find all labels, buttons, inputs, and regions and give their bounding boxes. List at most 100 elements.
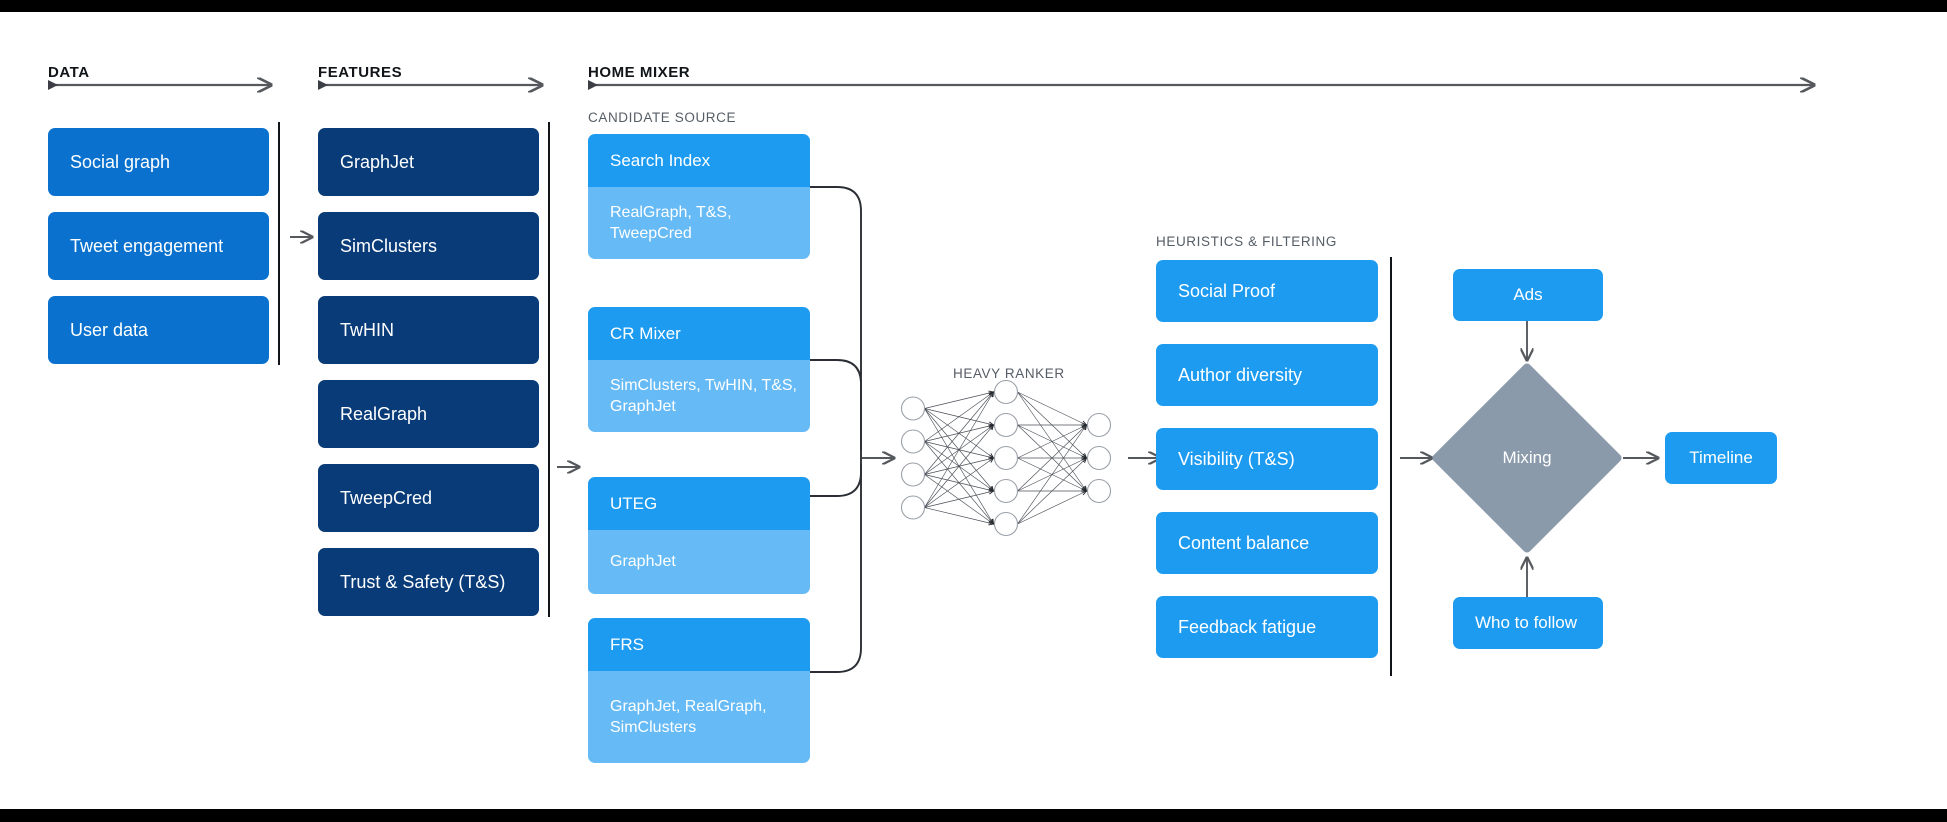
nn-node [900, 429, 926, 454]
section-ruler-home-mixer [588, 80, 1814, 90]
candidate-source-title-label: Search Index [610, 150, 711, 170]
candidate-source-detail-cr-mixer: SimClusters, TwHIN, T&S, GraphJet [588, 360, 810, 432]
candidate-source-title-frs[interactable]: FRS [588, 618, 810, 671]
feature-box-realgraph[interactable]: RealGraph [318, 380, 539, 448]
nn-edge [924, 408, 994, 426]
heuristic-box-label: Author diversity [1178, 364, 1303, 385]
candidate-source-title-label: FRS [610, 634, 644, 654]
feature-box-simclusters[interactable]: SimClusters [318, 212, 539, 280]
candidate-source-detail-label: GraphJet, RealGraph, SimClusters [610, 697, 767, 736]
nn-edge-arrowhead [1081, 485, 1088, 492]
heuristic-box-content-balance[interactable]: Content balance [1156, 512, 1378, 574]
candidate-source-detail-frs: GraphJet, RealGraph, SimClusters [588, 671, 810, 763]
nn-edge [924, 408, 994, 492]
nn-edge [1017, 424, 1087, 492]
output-box-timeline[interactable]: Timeline [1665, 432, 1777, 484]
nn-edge-arrowhead [988, 423, 995, 429]
nn-node [900, 462, 926, 487]
separator-features-mixer [548, 122, 550, 617]
nn-edge [924, 507, 994, 525]
candidate-source-title-cr-mixer[interactable]: CR Mixer [588, 307, 810, 360]
nn-edge [1017, 457, 1087, 525]
nn-edge [924, 408, 994, 525]
nn-edge-arrowhead [1081, 457, 1088, 463]
nn-node [1086, 412, 1112, 438]
candidate-source-title-label: CR Mixer [610, 323, 681, 343]
nn-edge [1017, 424, 1087, 525]
feature-box-graphjet[interactable]: GraphJet [318, 128, 539, 196]
nn-edge-arrowhead [988, 519, 995, 525]
section-header-home-mixer: HOME MIXER [588, 64, 691, 81]
nn-edge [924, 457, 994, 475]
nn-edge-arrowhead [988, 489, 995, 495]
feature-box-label: RealGraph [340, 403, 428, 424]
nn-edge [924, 408, 994, 459]
heuristic-box-label: Social Proof [1178, 280, 1276, 301]
output-box-label: Timeline [1689, 448, 1753, 467]
nn-edge [1017, 457, 1087, 492]
data-box-social-graph[interactable]: Social graph [48, 128, 269, 196]
nn-edge [924, 441, 994, 492]
heuristic-box-label: Feedback fatigue [1178, 616, 1317, 637]
nn-edge [924, 424, 994, 442]
nn-edge-arrowhead [988, 454, 995, 460]
nn-edge-arrowhead [1081, 420, 1088, 426]
nn-node [993, 511, 1019, 537]
heuristic-box-label: Content balance [1178, 532, 1310, 553]
nn-edge [924, 391, 994, 475]
nn-edge [924, 424, 994, 475]
candidate-source-title-uteg[interactable]: UTEG [588, 477, 810, 530]
heuristic-box-label: Visibility (T&S) [1178, 448, 1295, 469]
section-ruler-data [48, 80, 271, 90]
nn-edge [924, 457, 994, 508]
nn-edge-arrowhead [1081, 455, 1088, 461]
nn-edge-arrowhead [1081, 424, 1088, 430]
nn-edge-arrowhead [988, 424, 995, 430]
nn-edge-arrowhead [988, 424, 995, 431]
nn-edge-arrowhead [988, 391, 995, 397]
nn-edge-arrowhead [988, 518, 995, 525]
nn-node [1086, 445, 1112, 471]
data-box-tweet-engagement[interactable]: Tweet engagement [48, 212, 269, 280]
nn-edge [924, 391, 994, 409]
nn-edge-arrowhead [1081, 486, 1088, 492]
nn-edge [924, 441, 994, 459]
nn-edge-arrowhead [988, 518, 995, 525]
candidate-source-detail-label: SimClusters, TwHIN, T&S, GraphJet [610, 376, 797, 415]
nn-edge-arrowhead [988, 457, 995, 463]
separator-heuristics-mixing [1390, 257, 1392, 676]
connector-layer [48, 12, 1947, 673]
nn-edge-arrowhead [1081, 453, 1088, 459]
feature-box-tweepcred[interactable]: TweepCred [318, 464, 539, 532]
separator-data-features [278, 122, 280, 365]
nn-node [993, 412, 1019, 438]
feature-box-label: TwHIN [340, 319, 394, 340]
output-box-who-to-follow[interactable]: Who to follow [1453, 597, 1603, 649]
candidate-source-detail-search-index: RealGraph, T&S, TweepCred [588, 187, 810, 259]
data-box-label: User data [70, 319, 149, 340]
nn-edge [1017, 424, 1087, 459]
heuristic-box-feedback-fatigue[interactable]: Feedback fatigue [1156, 596, 1378, 658]
heuristic-box-author-diversity[interactable]: Author diversity [1156, 344, 1378, 406]
nn-edge [1017, 391, 1087, 459]
candidate-source-detail-label: RealGraph, T&S, TweepCred [610, 203, 732, 242]
section-header-data: DATA [48, 64, 90, 81]
nn-edge [1017, 424, 1087, 492]
candidate-source-detail-label: GraphJet [610, 553, 676, 571]
nn-edge [1017, 391, 1087, 492]
nn-edge-arrowhead [1081, 424, 1088, 431]
nn-edge-arrowhead [988, 453, 995, 459]
nn-edge [1017, 424, 1087, 459]
feature-box-trust-and-safety[interactable]: Trust & Safety (T&S) [318, 548, 539, 616]
feature-box-twhin[interactable]: TwHIN [318, 296, 539, 364]
heuristic-box-social-proof[interactable]: Social Proof [1156, 260, 1378, 322]
feature-box-label: SimClusters [340, 235, 438, 256]
mixing-diamond[interactable]: Mixing [1430, 361, 1624, 555]
data-box-user-data[interactable]: User data [48, 296, 269, 364]
output-box-ads[interactable]: Ads [1453, 269, 1603, 321]
nn-node [1086, 478, 1112, 504]
candidate-source-title-search-index[interactable]: Search Index [588, 134, 810, 187]
heuristic-box-visibility[interactable]: Visibility (T&S) [1156, 428, 1378, 490]
nn-node [900, 396, 926, 421]
nn-edge-arrowhead [988, 456, 995, 462]
